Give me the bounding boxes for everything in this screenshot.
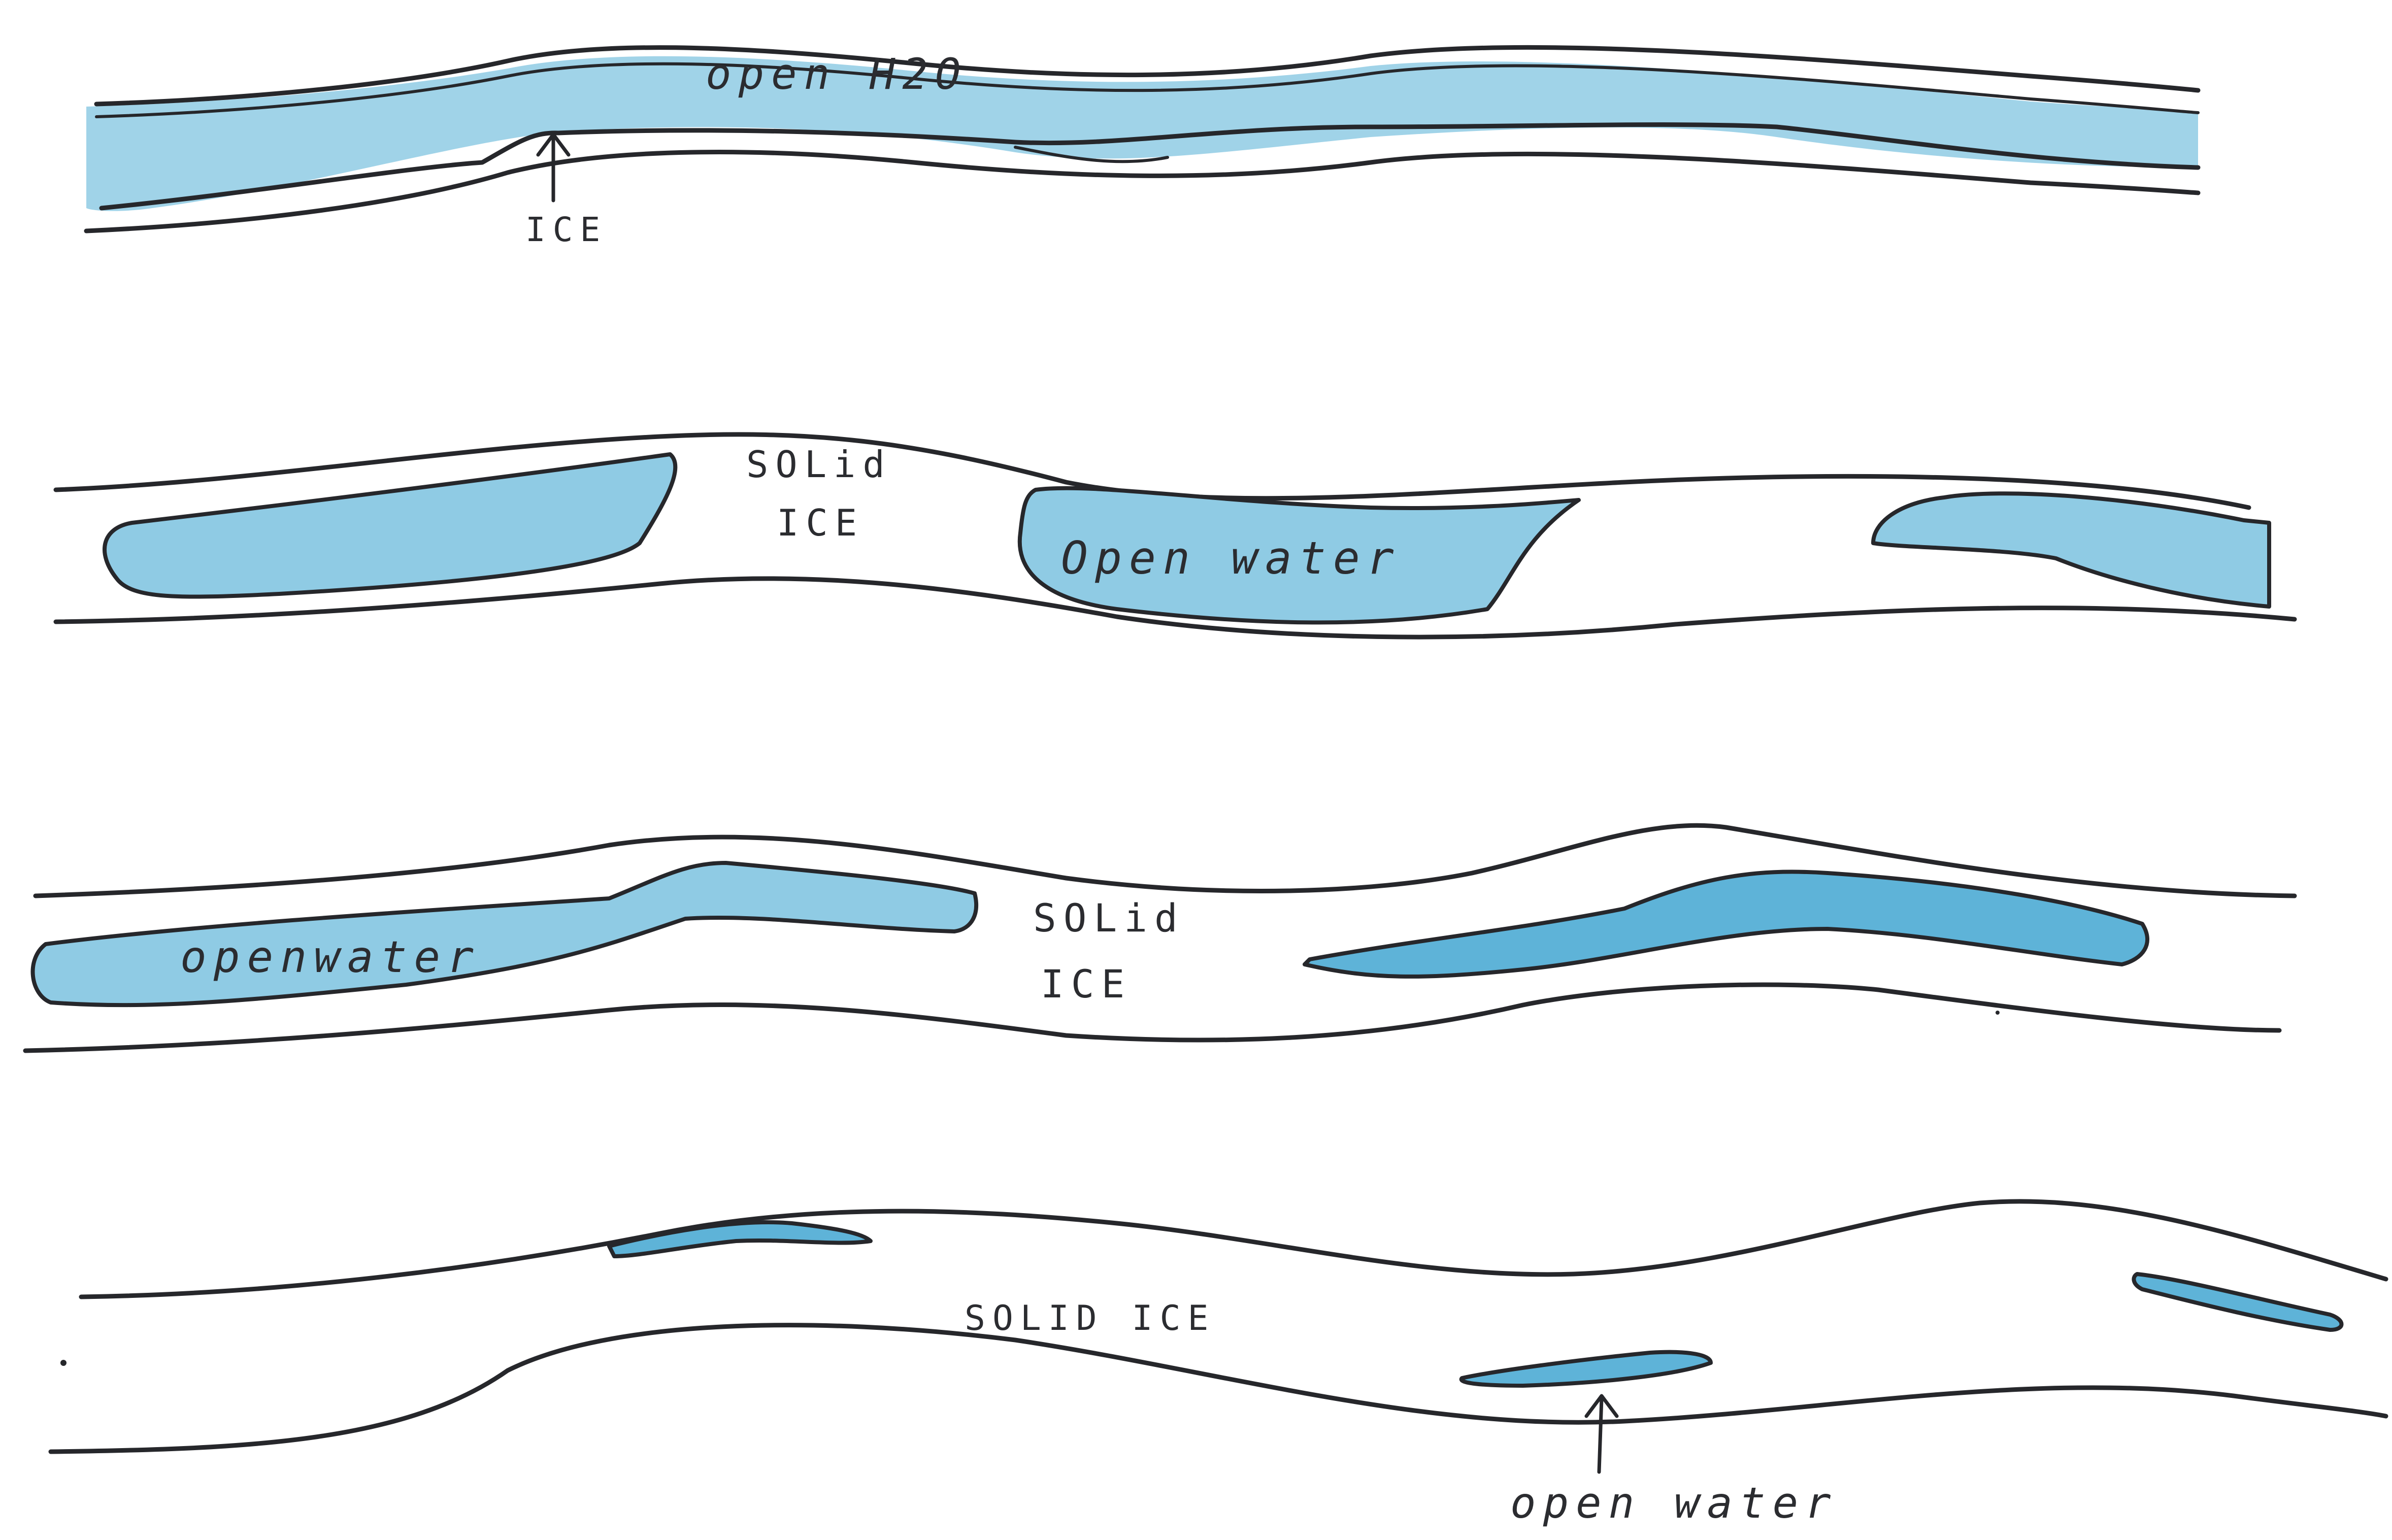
- panel-4-bottom-bank: [51, 1325, 2386, 1452]
- paper-speck: [60, 1360, 67, 1366]
- open-water-strip-left: [33, 863, 977, 1005]
- open-water-pointer-label: open water: [1510, 1478, 1838, 1528]
- solid-ice-label-line1-p3: SOLid: [1033, 895, 1185, 941]
- solid-ice-label-line1: SOLid: [746, 443, 892, 486]
- panel-4: SOLID ICE open water: [51, 1201, 2386, 1528]
- open-water-sliver-3: [2134, 1274, 2341, 1330]
- solid-ice-label-p4: SOLID ICE: [965, 1298, 1215, 1338]
- panel-3: openwater SOLid ICE: [25, 825, 2295, 1051]
- open-water-pointer-arrow: [1586, 1396, 1617, 1472]
- panel-3-bottom-bank: [25, 985, 2279, 1051]
- paper-speck-2: [1996, 1011, 2000, 1015]
- open-water-pool-right: [1873, 493, 2269, 607]
- open-water-strip-right: [1305, 872, 2147, 977]
- panel-1: open H2O ICE: [86, 47, 2198, 249]
- openwater-label: openwater: [180, 932, 481, 983]
- open-water-sliver-1: [609, 1222, 871, 1256]
- ice-pointer-arrow: [538, 135, 569, 200]
- solid-ice-label-line2: ICE: [777, 501, 864, 544]
- solid-ice-label-line2-p3: ICE: [1041, 961, 1132, 1007]
- panel-2: SOLid ICE Open water: [56, 434, 2295, 637]
- bottom-outer-bank: [86, 152, 2198, 231]
- open-water-label: Open water: [1061, 532, 1401, 584]
- open-h2o-label: open H2O: [706, 49, 968, 99]
- open-water-sliver-2: [1461, 1352, 1711, 1386]
- open-water-pool-left: [105, 454, 675, 597]
- panel-4-top-bank: [81, 1201, 2386, 1297]
- ice-pointer-label: ICE: [525, 210, 607, 249]
